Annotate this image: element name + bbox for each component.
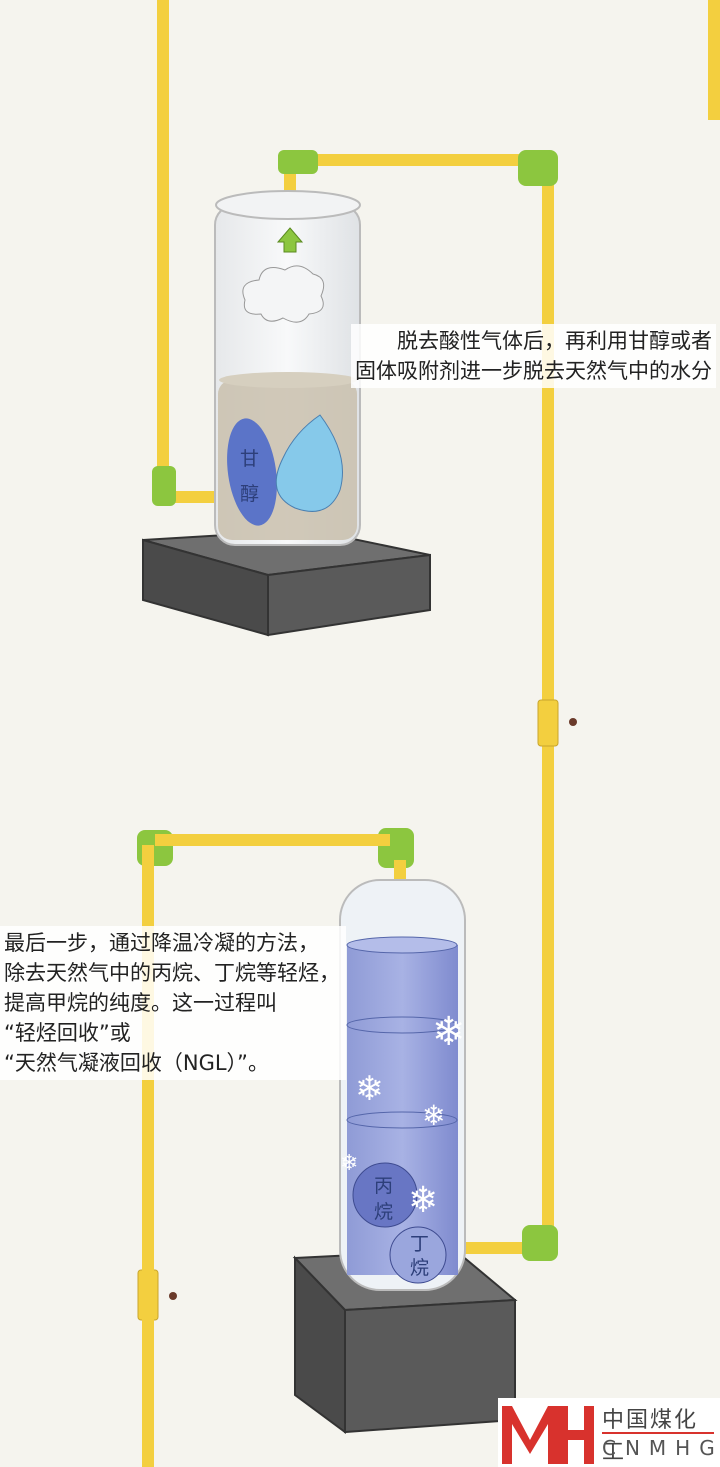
ngl-caption: 最后一步，通过降温冷凝的方法， 除去天然气中的丙烷、丁烷等轻烃， 提高甲烷的纯度… <box>0 926 346 1080</box>
caption-line: “轻烃回收”或 <box>4 1021 131 1045</box>
logo-name-en: CNMHG <box>602 1436 720 1460</box>
logo-mark <box>502 1406 594 1464</box>
glycol-label-2: 醇 <box>240 483 259 505</box>
svg-text:❄: ❄ <box>422 1099 445 1132</box>
svg-text:❄: ❄ <box>408 1180 438 1221</box>
glycol-drop <box>227 418 277 526</box>
caption-line: 脱去酸性气体后，再利用甘醇或者 <box>397 329 712 353</box>
propane-label-1: 丙 <box>374 1175 393 1197</box>
vapor-cloud-icon <box>242 265 325 323</box>
logo-name-zh: 中国煤化工 <box>602 1408 699 1465</box>
caption-line: 最后一步，通过降温冷凝的方法， <box>4 931 319 955</box>
ngl-condensation-tank: 丙 烷 丁 烷 ❄ ❄ ❄ ❄ ❄ <box>339 879 466 1291</box>
arrow-up-icon <box>276 227 304 253</box>
svg-text:❄: ❄ <box>355 1069 384 1109</box>
butane-ball <box>389 1226 447 1284</box>
butane-label-1: 丁 <box>410 1233 429 1255</box>
watermark-logo: 中国煤化工 CNMHG <box>498 1398 720 1467</box>
svg-text:❄: ❄ <box>432 1009 466 1055</box>
caption-line: 固体吸附剂进一步脱去天然气中的水分 <box>355 359 712 383</box>
caption-line: 提高甲烷的纯度。这一过程叫 <box>4 991 277 1015</box>
propane-ball <box>352 1162 418 1228</box>
caption-line: “天然气凝液回收（NGL）”。 <box>4 1051 269 1075</box>
caption-line: 除去天然气中的丙烷、丁烷等轻烃， <box>4 961 340 985</box>
snowflake-icon: ❄ ❄ ❄ ❄ ❄ <box>340 1009 466 1221</box>
glycol-label-1: 甘 <box>240 448 259 470</box>
logo-divider <box>602 1432 714 1434</box>
svg-text:❄: ❄ <box>340 1151 358 1176</box>
water-drop <box>275 414 343 512</box>
butane-label-2: 烷 <box>410 1257 429 1279</box>
dehydration-caption: 脱去酸性气体后，再利用甘醇或者 固体吸附剂进一步脱去天然气中的水分 <box>351 324 716 388</box>
dehydration-tank: 甘 醇 <box>214 190 361 546</box>
propane-label-2: 烷 <box>374 1201 393 1223</box>
